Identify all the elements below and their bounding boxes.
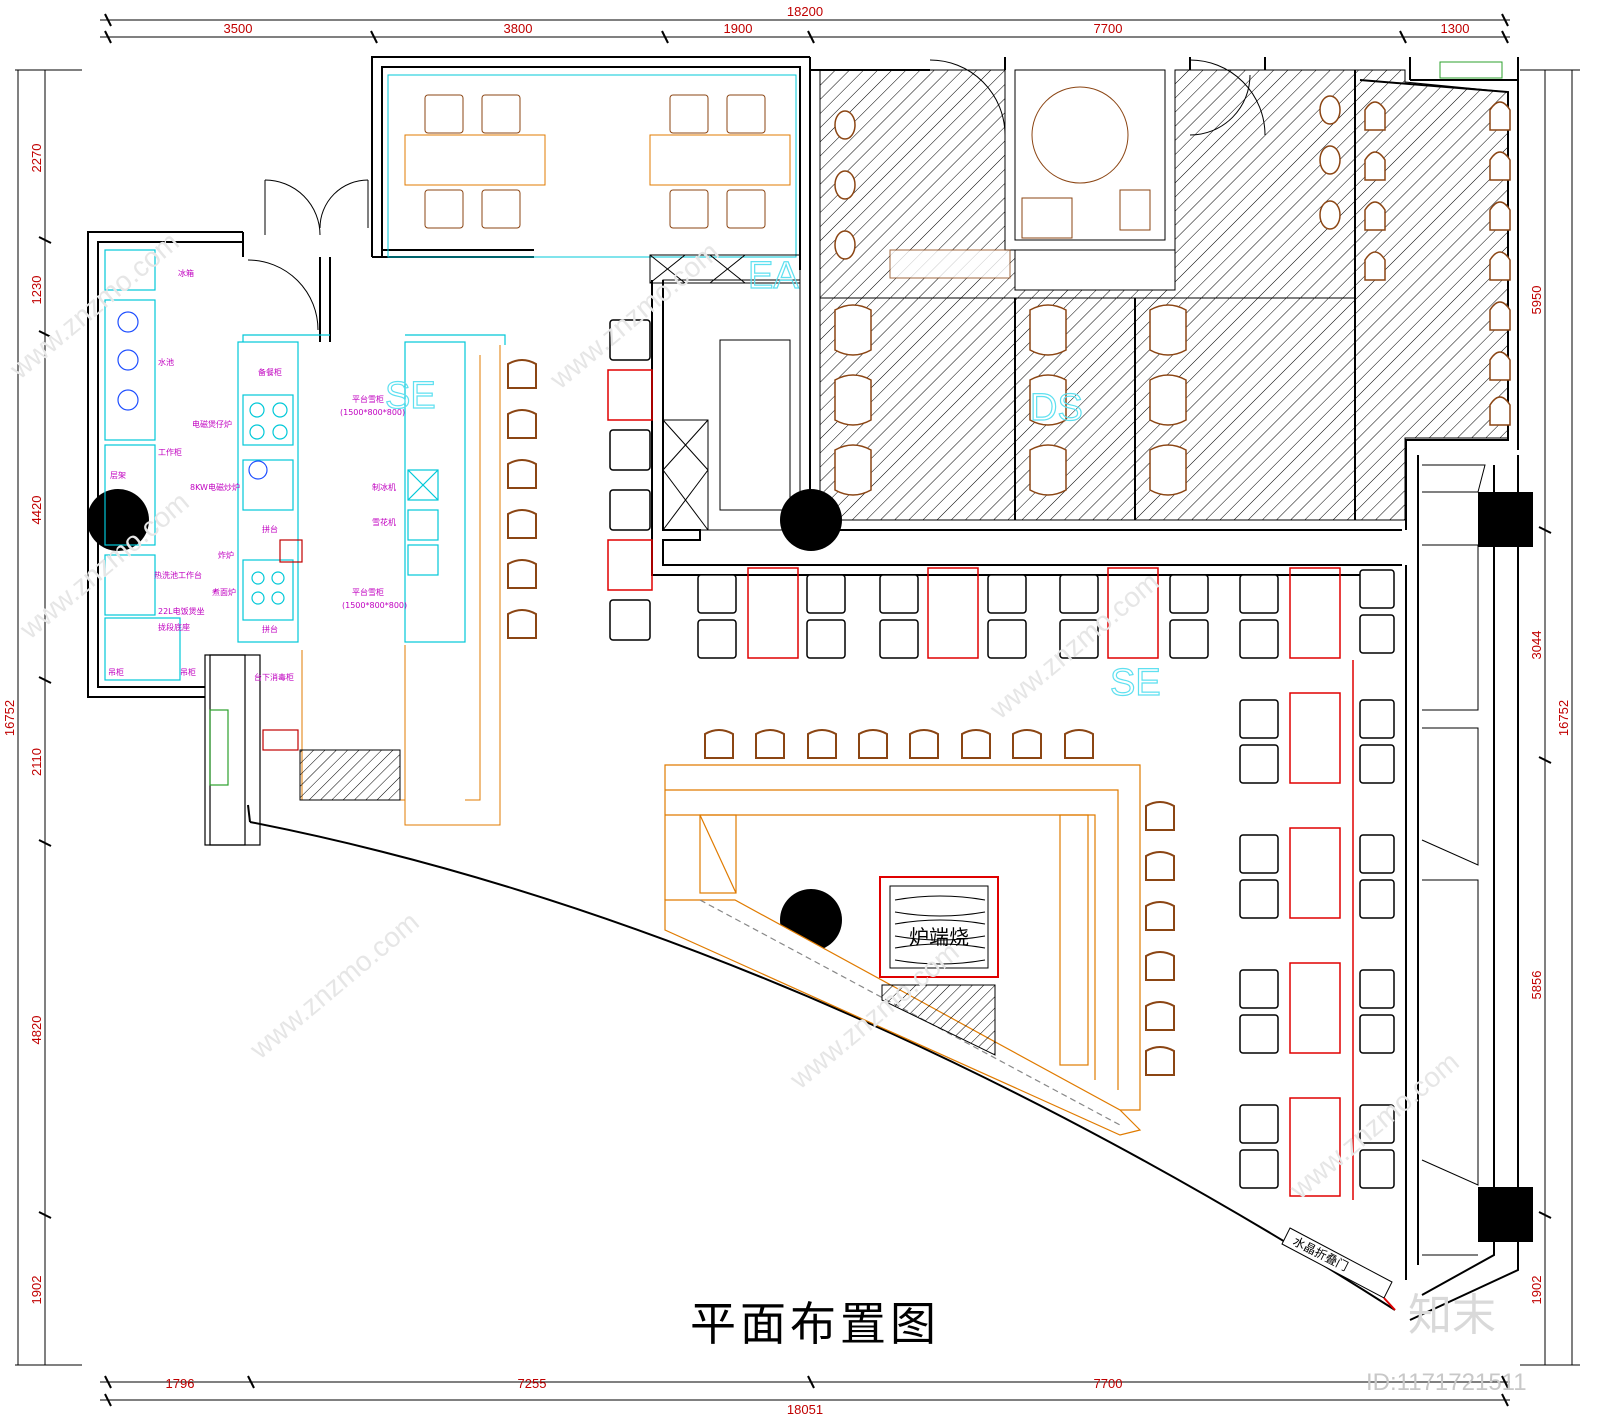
dimension-ticks — [38, 13, 1552, 1407]
kitchen-labels: 冰箱 水池 工作柜 层架 热洗池工作台 22L电饭煲坐 拢段底座 吊柜 吊柜 备… — [108, 268, 407, 682]
dim-bottom-total: 18051 — [787, 1402, 823, 1417]
dim-left-1: 2270 — [29, 144, 44, 173]
dim-top-4: 7700 — [1094, 21, 1123, 36]
column-restroom — [780, 489, 842, 551]
booth-left — [607, 319, 653, 641]
private-room — [387, 74, 797, 258]
dim-right-1: 5950 — [1529, 286, 1544, 315]
dim-right-4: 1902 — [1529, 1276, 1544, 1305]
label-fridge: 冰箱 — [178, 268, 194, 278]
label-sink-bench: 热洗池工作台 — [154, 570, 202, 580]
zone-code-restroom: DS — [1030, 387, 1083, 429]
dim-left-4: 2110 — [29, 748, 44, 776]
zone-code-dining: SE — [1110, 662, 1161, 704]
label-shelf: 层架 — [110, 471, 126, 480]
column-right-top — [1478, 492, 1533, 547]
kitchen-bar-stools — [507, 359, 537, 639]
dim-right-2: 3044 — [1529, 631, 1544, 660]
dining-right-rows — [1239, 569, 1395, 1200]
dim-top-total: 18200 — [787, 4, 823, 19]
central-bar — [664, 764, 1142, 1136]
label-sterilizer: 台下消毒柜 — [254, 672, 294, 682]
dim-bottom-2: 7255 — [518, 1376, 547, 1391]
label-bench: 工作柜 — [158, 447, 182, 457]
restroom-area — [819, 69, 1509, 521]
label-ice: 制冰机 — [372, 482, 396, 492]
central-bar-stools — [704, 729, 1175, 1076]
column-kitchen — [87, 489, 149, 551]
label-hang-1: 吊柜 — [108, 667, 124, 677]
label-bench-a: 平台雪柜 — [352, 394, 384, 404]
label-bench-a-size: (1500*800*800) — [340, 408, 405, 417]
dim-left-6: 1902 — [29, 1276, 44, 1305]
dim-left-5: 4820 — [29, 1016, 44, 1045]
dim-top-1: 3500 — [224, 21, 253, 36]
dim-top-5: 1300 — [1441, 21, 1470, 36]
zone-code-bar: EA — [748, 255, 799, 297]
grill-station: 炉端烧 — [879, 876, 999, 1056]
label-noodle: 煮面炉 — [212, 587, 236, 597]
zone-code-kitchen: SE — [385, 375, 436, 417]
plan-title: 平面布置图 — [690, 1297, 940, 1351]
label-rice: 22L电饭煲坐 — [158, 606, 205, 616]
grill-label: 炉端烧 — [909, 925, 969, 949]
label-rice-base: 拢段底座 — [158, 622, 190, 632]
columns — [87, 489, 1533, 1242]
dimension-lines — [15, 19, 1580, 1401]
dim-right-3: 5856 — [1529, 971, 1544, 1000]
label-counter-1: 拼台 — [262, 524, 278, 534]
label-snow: 雪花机 — [372, 517, 396, 527]
label-warmer: 电磁煲仔炉 — [192, 419, 232, 429]
label-wok: 8KW电磁炒炉 — [190, 482, 240, 492]
kitchen-floor-hatch — [299, 749, 401, 801]
right-booth-seats — [1421, 464, 1486, 1256]
label-fryer: 炸炉 — [218, 550, 234, 560]
dining-row-top — [697, 567, 1341, 659]
dim-bottom-3: 7700 — [1094, 1376, 1123, 1391]
dim-left-2: 1230 — [29, 276, 44, 305]
zone-codes: SE SE DS EA — [384, 254, 1161, 704]
watermark-2: www.znzmo.com — [543, 236, 725, 395]
dim-top-2: 3800 — [504, 21, 533, 36]
label-bench-b: 平台雪柜 — [352, 587, 384, 597]
bar-counter-tea — [649, 254, 801, 531]
label-hang-2: 吊柜 — [180, 667, 196, 677]
restroom-fixtures — [834, 95, 1511, 496]
dim-bottom-1: 1796 — [166, 1376, 195, 1391]
kitchen — [104, 249, 506, 846]
dim-right-total: 16752 — [1556, 700, 1571, 736]
label-sink: 水池 — [158, 357, 174, 367]
dim-top-3: 1900 — [724, 21, 753, 36]
dim-left-total: 16752 — [2, 700, 17, 736]
watermark-3: www.znzmo.com — [243, 906, 425, 1065]
brand-logo: 知末 — [1408, 1290, 1496, 1341]
door-swings — [247, 59, 1266, 331]
dim-left-3: 4420 — [29, 496, 44, 525]
dimension-text: 18200 3500 3800 1900 7700 1300 18051 179… — [2, 4, 1571, 1417]
label-prep: 备餐柜 — [258, 367, 282, 377]
column-right-bottom — [1478, 1187, 1533, 1242]
label-bench-b-size: (1500*800*800) — [342, 601, 407, 610]
label-counter-2: 拼台 — [262, 624, 278, 634]
image-id: ID:1171721511 — [1366, 1369, 1527, 1396]
